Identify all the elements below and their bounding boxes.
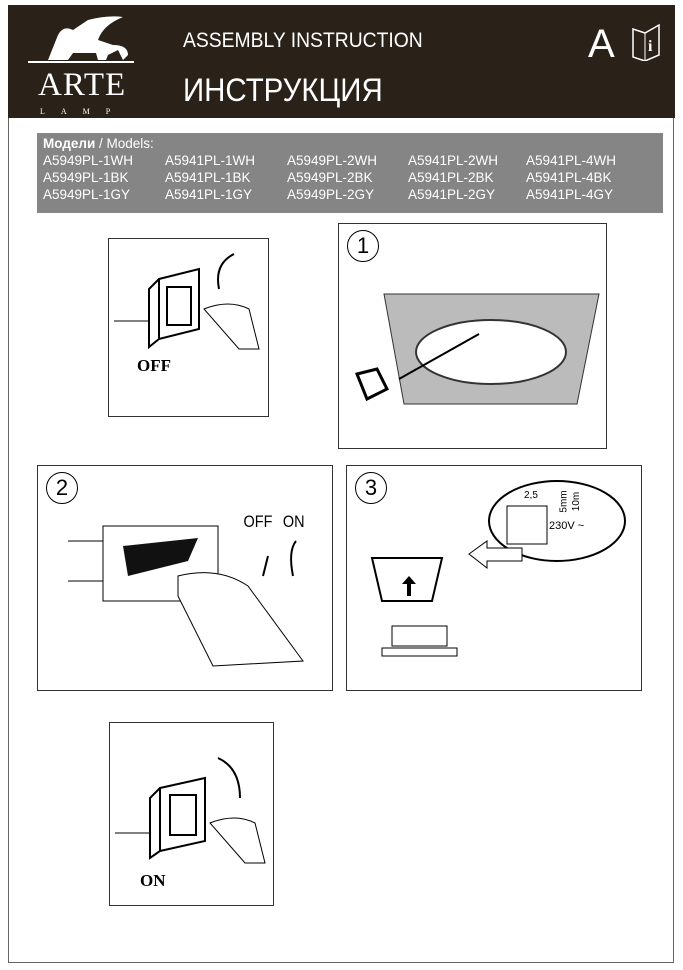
step-number: 2 <box>46 472 78 504</box>
brand-name: ARTE <box>38 67 127 103</box>
strip-length-1: 5mm <box>558 490 570 513</box>
model-code: A5949PL-1WH <box>43 153 134 168</box>
switch-off-panel: OFF <box>108 238 269 417</box>
switch-on-panel: ON <box>109 722 274 906</box>
model-code: A5941PL-2GY <box>408 187 496 202</box>
model-code: A5941PL-2WH <box>408 153 499 168</box>
off-label: OFF <box>137 356 171 375</box>
model-code: A5941PL-2BK <box>408 170 494 185</box>
model-code: A5949PL-1BK <box>43 170 129 185</box>
switch-off-text: OFF <box>243 512 273 531</box>
step-3-panel: 3 2,5 5mm 10m 230V ~ <box>346 465 642 691</box>
switch-on-illustration <box>115 757 266 864</box>
step-1-panel: 1 <box>338 223 607 449</box>
step-number: 1 <box>347 230 379 262</box>
switch-on-text: ON <box>282 512 305 531</box>
model-code: A5949PL-2GY <box>287 187 375 202</box>
model-code: A5941PL-1BK <box>165 170 251 185</box>
spring-clip-illustration <box>68 525 304 667</box>
model-code: A5941PL-1WH <box>165 153 256 168</box>
brand-sub: LAMP <box>40 107 127 116</box>
wiring-illustration <box>370 480 626 657</box>
manual-book-icon: i <box>632 23 660 61</box>
models-grid: A5949PL-1WH A5941PL-1WH A5949PL-2WH A5941PL… <box>43 152 646 203</box>
category-badge: A <box>588 22 615 66</box>
model-code: A5941PL-4WH <box>526 153 617 168</box>
on-label: ON <box>140 871 166 890</box>
models-title: Модели / Models: <box>43 136 154 151</box>
model-code: A5941PL-1GY <box>165 187 253 202</box>
switch-off-illustration <box>114 253 260 350</box>
step-2-panel: 2 OFF ON <box>37 465 333 691</box>
wire-size: 2,5 <box>524 490 538 501</box>
title-ru: ИНСТРУКЦИЯ <box>183 72 383 108</box>
header: ARTE LAMP ASSEMBLY INSTRUCTION ИНСТРУКЦИ… <box>8 5 675 118</box>
voltage-label: 230V ~ <box>549 520 585 532</box>
model-code: A5949PL-2WH <box>287 153 378 168</box>
model-code: A5949PL-1GY <box>43 187 131 202</box>
cut-hole-illustration <box>354 293 600 405</box>
svg-text:i: i <box>648 38 653 55</box>
title-en: ASSEMBLY INSTRUCTION <box>183 29 423 52</box>
arte-lamp-logo: ARTE LAMP <box>28 15 148 116</box>
model-code: A5941PL-4GY <box>526 187 614 202</box>
step-number: 3 <box>355 472 387 504</box>
model-code: A5949PL-2BK <box>287 170 373 185</box>
strip-length-2: 10m <box>571 491 583 512</box>
griffin-icon <box>28 16 134 63</box>
model-code: A5941PL-4BK <box>526 170 612 185</box>
